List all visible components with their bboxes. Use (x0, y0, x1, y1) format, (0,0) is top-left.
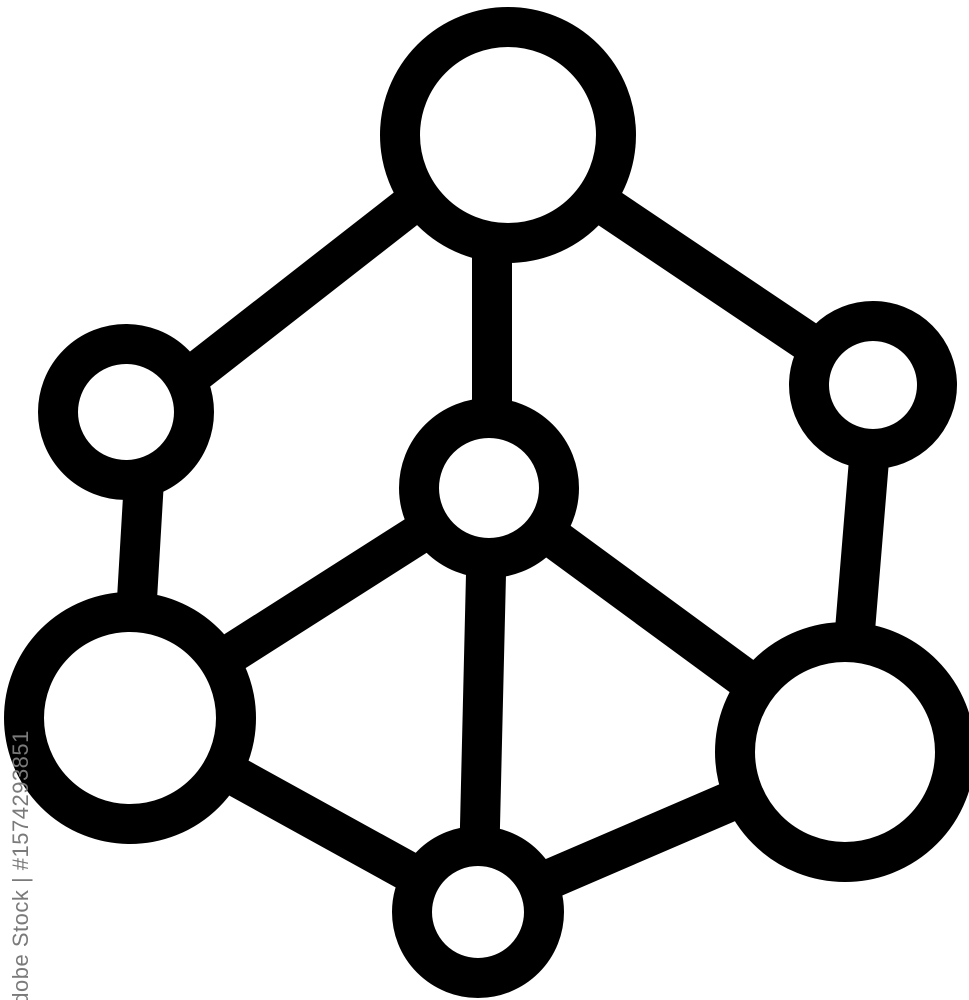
network-nodes (4, 7, 969, 998)
node-top (380, 7, 636, 263)
node-center (399, 398, 579, 578)
watermark-stock-id-text: Adobe Stock | #1574293851 (8, 730, 33, 1000)
node-right (789, 301, 957, 469)
node-left (38, 324, 214, 500)
node-bottom (392, 826, 564, 998)
node-left-bottom (4, 592, 256, 844)
node-right-bottom (715, 622, 969, 882)
watermark-stock-id: Adobe Stock | #1574293851 (6, 730, 36, 1000)
